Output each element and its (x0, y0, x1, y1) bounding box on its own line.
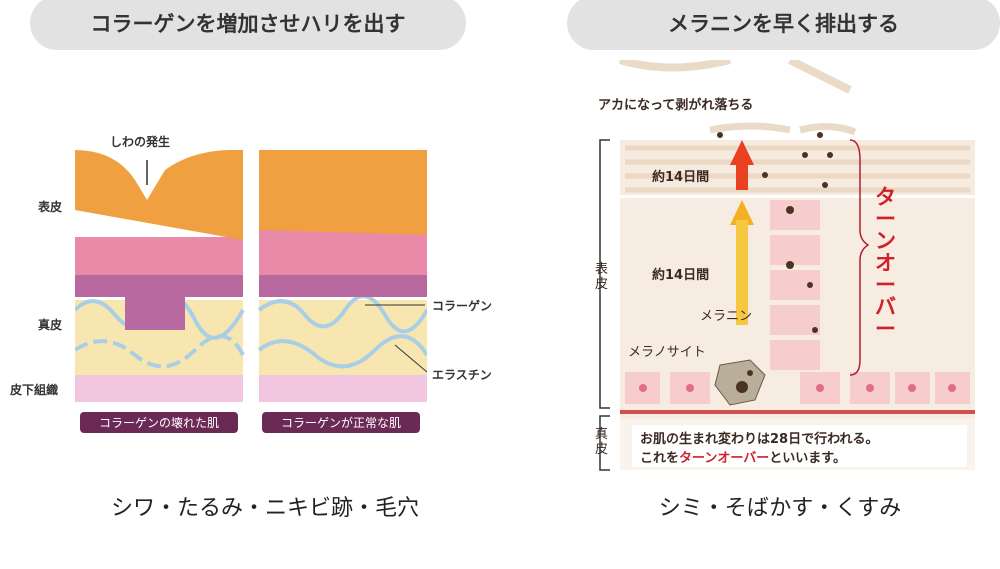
subcutaneous-label: 皮下組織 (10, 383, 59, 397)
note-post: といいます。 (769, 451, 846, 466)
left-footer: シワ・たるみ・ニキビ跡・毛穴 (110, 496, 419, 521)
turnover-label: ターンオーバー (875, 185, 896, 341)
caption-broken-collagen: コラーゲンの壊れた肌 (80, 412, 238, 433)
caption-normal-collagen: コラーゲンが正常な肌 (262, 412, 420, 433)
melanin-label: メラニン (700, 309, 753, 324)
turnover-note: お肌の生まれ変わりは28日で行われる。 これをターンオーバーといいます。 (640, 428, 878, 466)
left-title: コラーゲンを増加させハリを出す (90, 12, 406, 36)
note-emphasis: ターンオーバー (679, 451, 770, 466)
caption-text: コラーゲンの壊れた肌 (98, 416, 219, 430)
broken-collagen-skin (75, 150, 245, 402)
period-upper-label: 約14日間 (652, 170, 710, 185)
period-lower-label: 約14日間 (652, 268, 710, 283)
right-title-pill: メラニンを早く排出する (567, 0, 1000, 50)
note-pre: これを (640, 451, 680, 466)
shedding-label: アカになって剥がれ落ちる (598, 98, 754, 113)
wrinkle-label: しわの発生 (110, 135, 171, 149)
right-title: メラニンを早く排出する (668, 12, 899, 36)
elastin-label: エラスチン (432, 368, 492, 382)
skin-cross-section-diagram (75, 150, 427, 402)
right-footer: シミ・そばかす・くすみ (658, 496, 902, 521)
normal-collagen-skin (257, 150, 427, 402)
turnover-diagram (599, 60, 975, 471)
note-line-1: お肌の生まれ変わりは28日で行われる。 (640, 432, 879, 447)
epidermis-label-right: 表皮 (595, 262, 609, 292)
dermis-label: 真皮 (38, 318, 63, 332)
collagen-label: コラーゲン (432, 299, 493, 313)
dermis-label-right: 真皮 (595, 427, 609, 457)
melanocyte-label: メラノサイト (628, 345, 706, 360)
note-line-2: これをターンオーバーといいます。 (640, 447, 878, 466)
caption-text: コラーゲンが正常な肌 (280, 416, 401, 430)
epidermis-label: 表皮 (38, 200, 63, 214)
left-title-pill: コラーゲンを増加させハリを出す (30, 0, 466, 50)
